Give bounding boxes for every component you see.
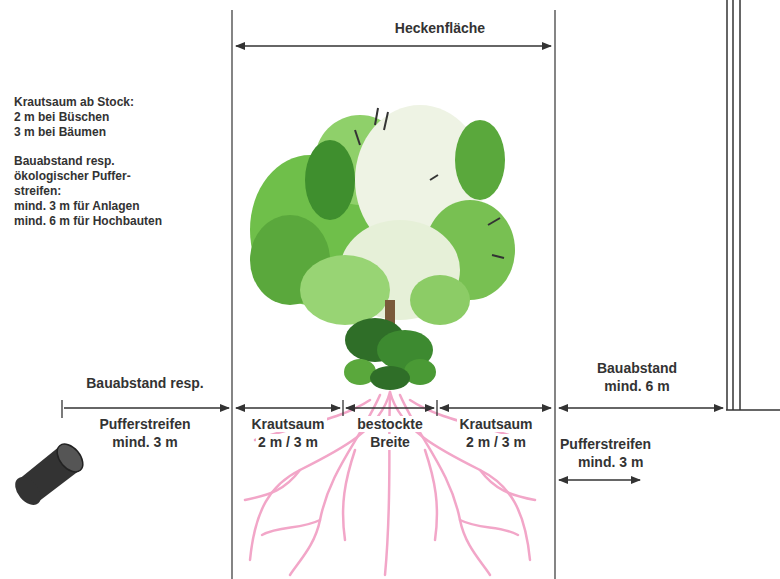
note-text: Krautsaum ab Stock: [12, 96, 136, 110]
dimension-label: mind. 3 m [576, 454, 645, 470]
dimension-label: Bauabstand [595, 360, 679, 376]
dimension-label: mind. 6 m [602, 378, 671, 394]
region-title: Heckenfläche [393, 20, 487, 36]
dimension-label: Pufferstreifen [558, 436, 653, 452]
dimension-label: Krautsaum [249, 416, 326, 432]
dimension-label: 2 m / 3 m [464, 434, 528, 450]
dimension-label: Pufferstreifen [97, 416, 192, 432]
pipe-symbol [10, 439, 88, 509]
note-text: mind. 3 m für Anlagen [12, 200, 142, 214]
note-text: 3 m bei Bäumen [12, 126, 108, 140]
dimension-label: Bauabstand resp. [84, 375, 205, 391]
note-text: 2 m bei Büschen [12, 111, 111, 125]
note-text: Bauabstand resp. [12, 155, 117, 169]
dimension-label: mind. 3 m [110, 434, 179, 450]
tree-canopy [250, 105, 515, 390]
note-text: streifen: [12, 185, 63, 199]
note-text: mind. 6 m für Hochbauten [12, 215, 164, 229]
dimension-label: 2 m / 3 m [256, 434, 320, 450]
dimension-label: bestockte [355, 416, 424, 432]
roots [245, 392, 535, 575]
building [726, 0, 780, 410]
dimension-label: Breite [368, 434, 412, 450]
note-text: ökologischer Puffer- [12, 170, 133, 184]
dimension-label: Krautsaum [457, 416, 534, 432]
